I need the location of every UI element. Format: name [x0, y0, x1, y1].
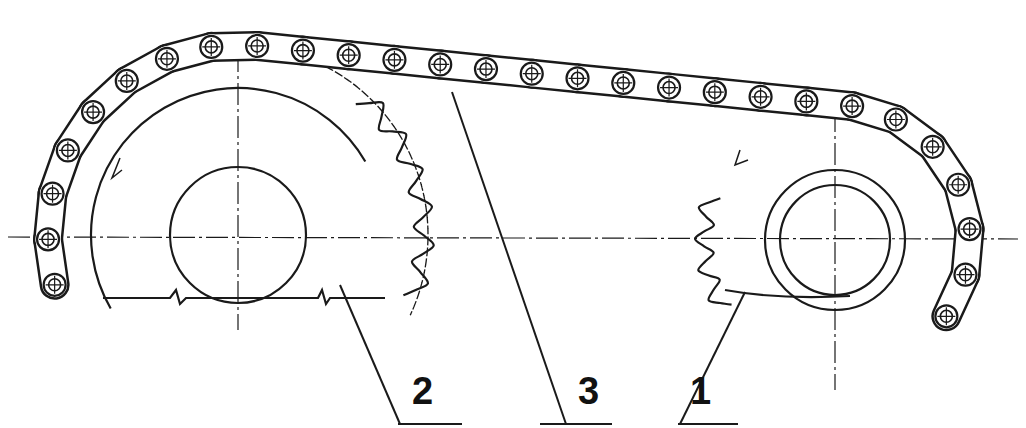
center-lines — [8, 50, 1018, 390]
callout-number: 2 — [412, 372, 433, 410]
roller-chain — [37, 35, 981, 327]
leader-lines — [340, 92, 745, 424]
small-sprocket — [695, 150, 905, 310]
large-sprocket — [91, 46, 434, 316]
callout-number: 1 — [690, 372, 711, 410]
callout-number: 3 — [578, 372, 599, 410]
